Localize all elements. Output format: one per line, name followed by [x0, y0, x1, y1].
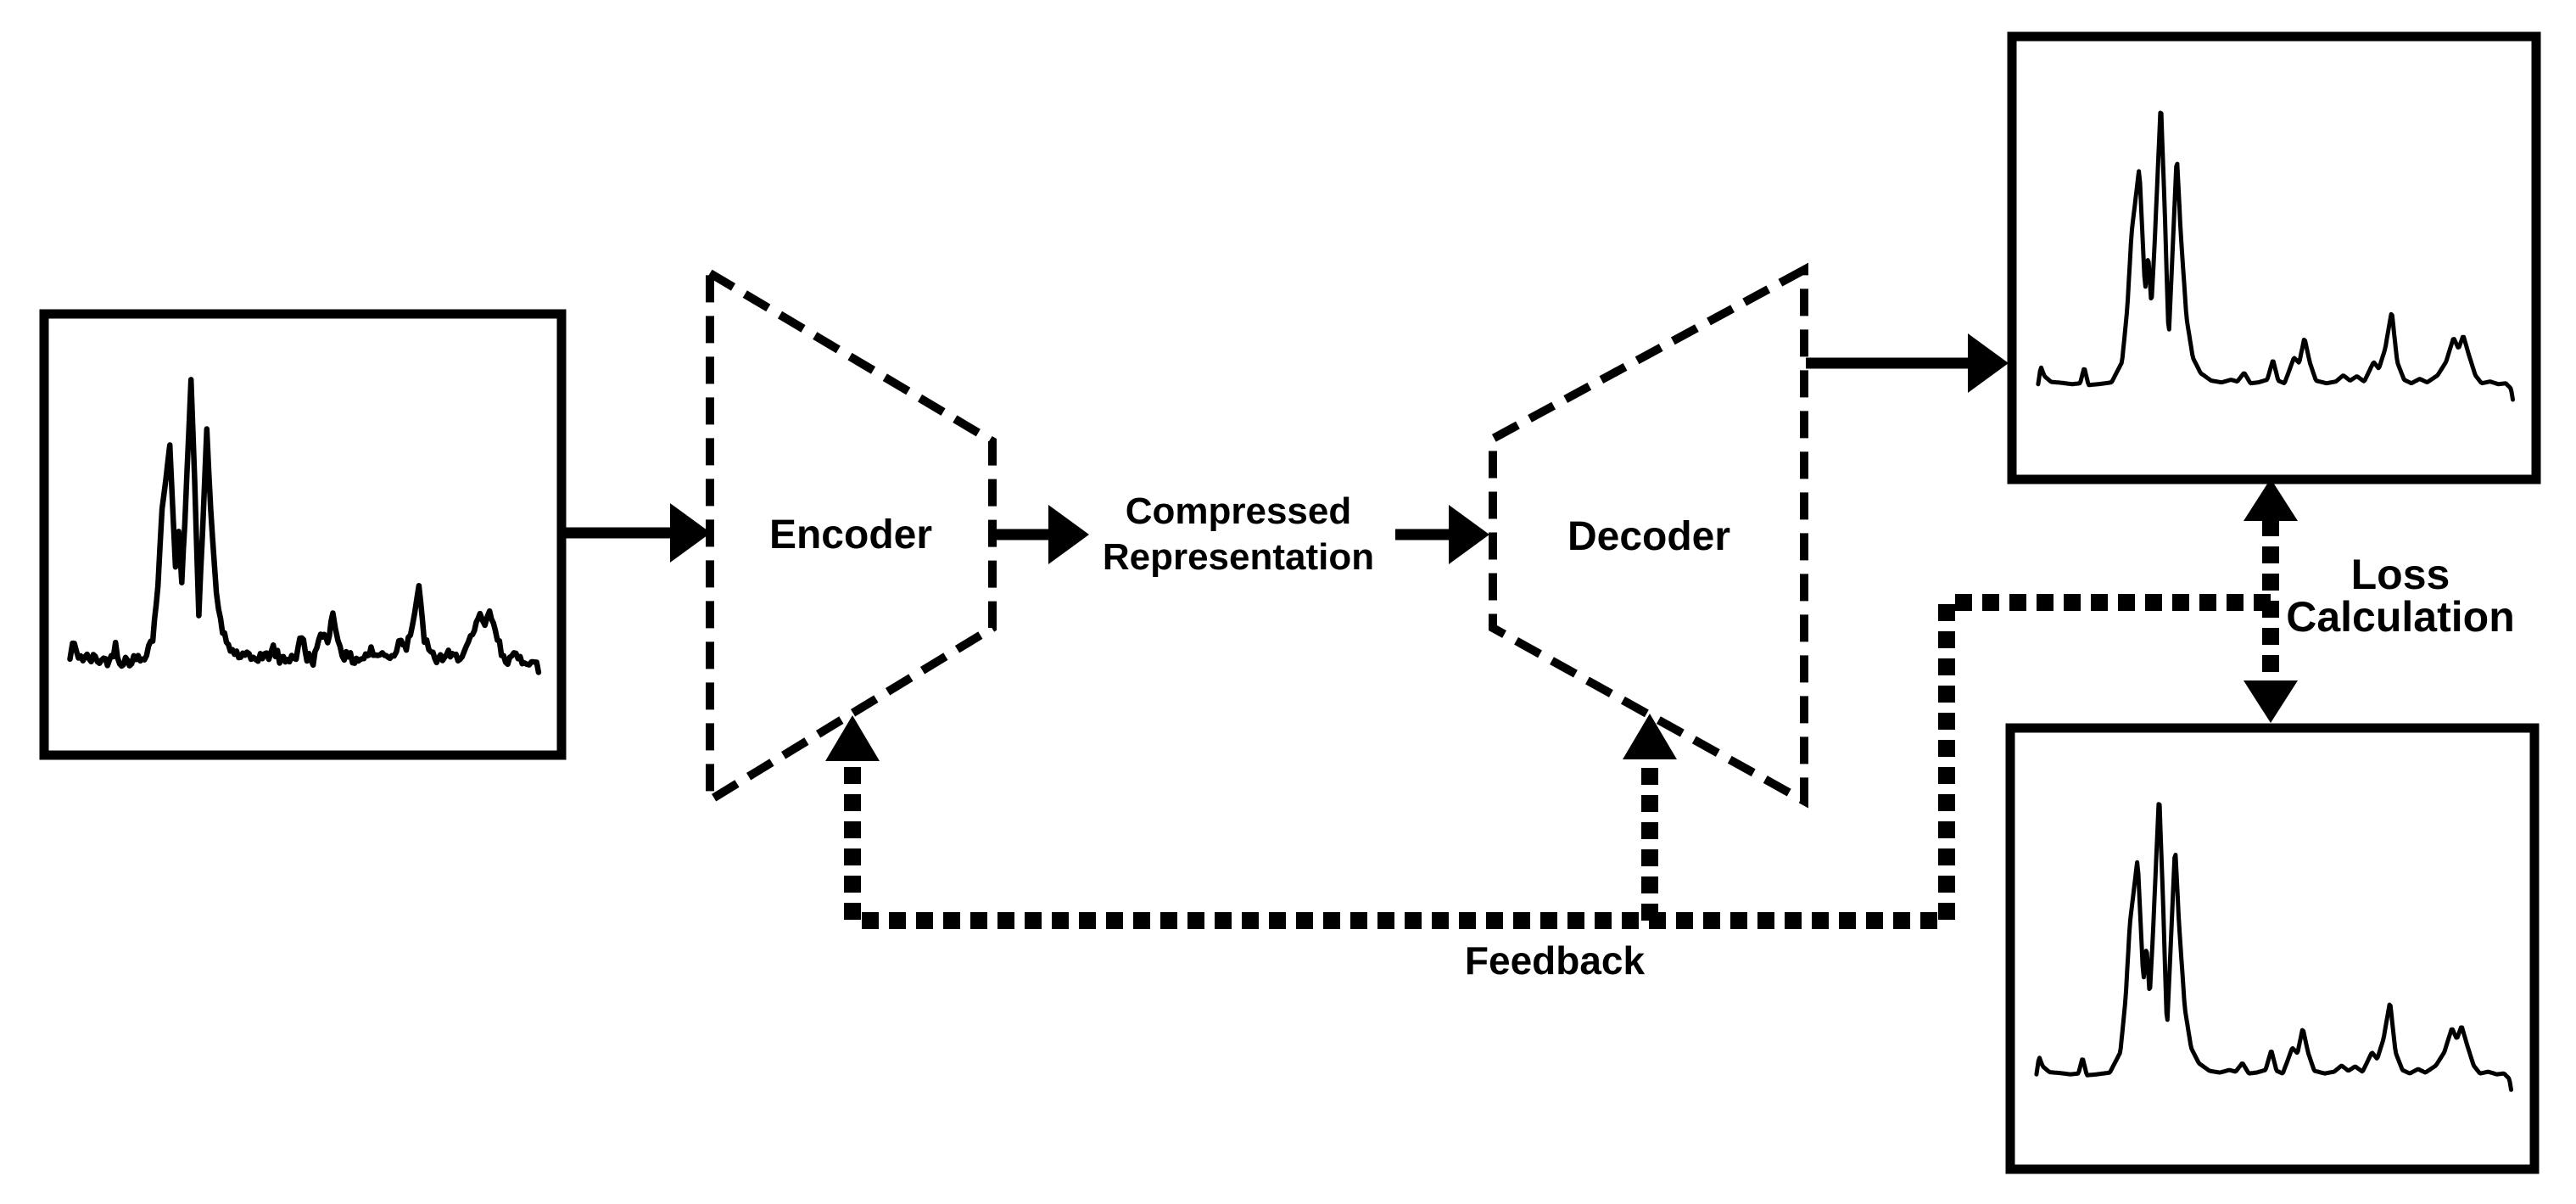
target-spectrum-box — [2005, 723, 2540, 1174]
loss-arrow-head-down — [2244, 680, 2298, 723]
loss-arrow-head-up — [2244, 479, 2298, 521]
clean-spectrum-curve — [2034, 802, 2513, 1092]
loss-calculation-label-line1: Loss — [2351, 551, 2450, 598]
feedback-arrow-head-encoder — [825, 715, 880, 761]
compressed-representation-label-line2: Representation — [1103, 536, 1374, 578]
spectrum-panel-boxes — [39, 31, 2541, 1174]
encoder-decoder-trapezoids — [706, 262, 1808, 809]
dotted-loss-feedback-lines — [825, 479, 2298, 929]
feedback-arrow-head-decoder — [1623, 714, 1677, 759]
arrow-compressed-to-decoder-head — [1449, 505, 1489, 564]
feedback-label: Feedback — [1465, 938, 1646, 983]
arrow-encoder-to-compressed-head — [1048, 505, 1089, 564]
decoder-trapezoid — [1489, 262, 1808, 809]
solid-flow-arrows — [562, 333, 2009, 564]
arrow-input-to-encoder-head — [670, 503, 711, 563]
spectrum-curves — [67, 110, 2515, 1092]
noisy-spectrum-curve — [67, 377, 542, 675]
encoder-trapezoid — [706, 266, 997, 808]
loss-calculation-label-line2: Calculation — [2286, 593, 2514, 641]
output-spectrum-box — [2007, 31, 2541, 484]
encoder-label: Encoder — [769, 512, 932, 557]
arrow-decoder-to-output-head — [1968, 333, 2009, 393]
compressed-representation-label-line1: Compressed — [1126, 490, 1352, 532]
clean-spectrum-curve — [2036, 110, 2515, 402]
decoder-label: Decoder — [1567, 514, 1730, 559]
input-spectrum-box — [39, 309, 567, 760]
